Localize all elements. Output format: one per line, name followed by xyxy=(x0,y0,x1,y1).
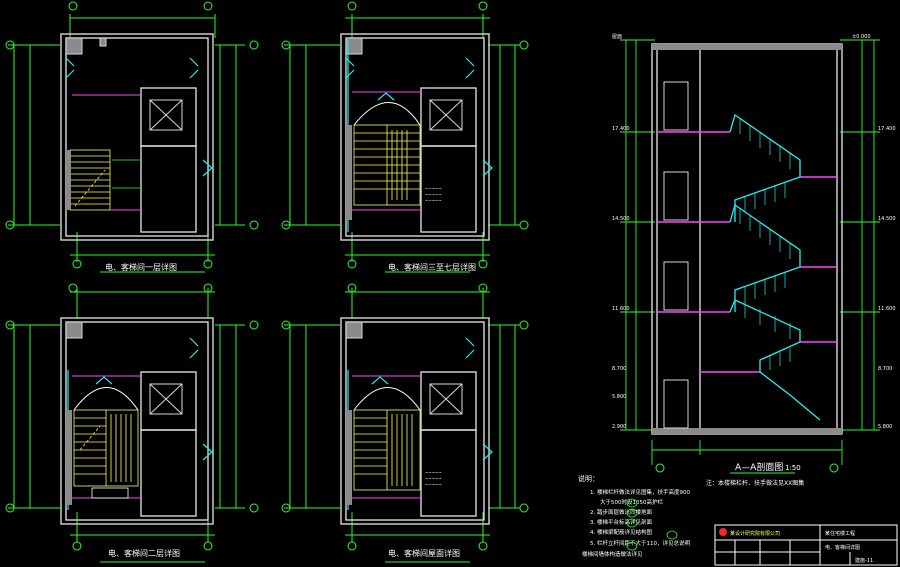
notes-heading: 说明： xyxy=(578,474,599,483)
level-right-5: 5.800 xyxy=(878,424,892,430)
notes-item: 大于500时设1050高护栏 xyxy=(600,498,663,506)
notes-item: 楼梯间墙体构造做法详见 xyxy=(582,550,643,558)
level-left-2: 14.500 xyxy=(612,216,630,222)
title-block: 某设计研究院有限公司 某住宅楼工程 电、客梯间详图 建施-11 xyxy=(714,524,898,566)
notes-item: 2. 踏步面层做法同楼地面 xyxy=(590,508,652,516)
level-right-1: 17.400 xyxy=(878,126,896,132)
notes-item: 4. 楼梯梁配筋详见结构图 xyxy=(590,528,652,536)
level-top-right-label: ±0.000 xyxy=(852,34,871,40)
plan-roof-title: 电、客梯间屋面详图 xyxy=(388,548,460,558)
plan-3-7-floor: ~~~~~~~~~~~~~~~ 电、客梯间三至七层详图 xyxy=(281,1,529,273)
level-left-1: 17.400 xyxy=(612,126,630,132)
svg-text:~~~~~: ~~~~~ xyxy=(425,470,442,475)
title-block-project: 某住宅楼工程 xyxy=(825,530,855,537)
plan-second-floor-title: 电、客梯间二层详图 xyxy=(108,548,180,558)
section-scale: 1:50 xyxy=(785,464,801,472)
notes-item: 1. 楼梯栏杆做法详见图集，扶手高度900 xyxy=(590,488,690,496)
level-right-3: 11.600 xyxy=(878,306,896,312)
level-left-5: 5.800 xyxy=(612,394,626,400)
company-logo-icon xyxy=(719,528,727,536)
level-roof-label: 屋面 xyxy=(612,34,622,40)
plan-roof: ~~~~~~~~~~~~~~~ 电、客梯间屋面详图 xyxy=(281,283,529,563)
plan-second-floor: 电、客梯间二层详图 xyxy=(5,283,259,563)
level-left-4: 8.700 xyxy=(612,366,626,372)
level-right-4: 8.700 xyxy=(878,366,892,372)
svg-text:~~~~~: ~~~~~ xyxy=(425,186,442,191)
title-block-company: 某设计研究院有限公司 xyxy=(730,530,780,537)
svg-text:~~~~~: ~~~~~ xyxy=(425,198,442,203)
svg-text:~~~~~: ~~~~~ xyxy=(425,192,442,197)
title-block-sheet: 建施-11 xyxy=(855,557,873,564)
design-notes: 说明： 1. 楼梯栏杆做法详见图集，扶手高度900 大于500时设1050高护栏… xyxy=(578,474,690,558)
plan-3-7-floor-title: 电、客梯间三至七层详图 xyxy=(388,262,476,272)
svg-text:~~~~~: ~~~~~ xyxy=(425,482,442,487)
title-block-drawing-name: 电、客梯间详图 xyxy=(825,544,860,551)
level-left-3: 11.600 xyxy=(612,306,630,312)
section-note: 注：本楼梯栏杆、扶手做法见XX图集 xyxy=(706,479,804,487)
plan-first-floor-title: 电、客梯间一层详图 xyxy=(105,262,177,272)
plan-first-floor: 电、客梯间一层详图 xyxy=(5,1,259,273)
section-title: A—A剖面图 xyxy=(735,461,783,473)
section-a-a: 屋面 ±0.000 17.400 14.500 11.600 8.700 5.8… xyxy=(612,34,896,487)
level-left-6: 2.900 xyxy=(612,424,626,430)
svg-text:~~~~~: ~~~~~ xyxy=(425,476,442,481)
notes-item: 3. 楼梯平台标高详见剖面 xyxy=(590,518,652,526)
notes-item: 5. 栏杆立杆间距不大于110，详见总说明 xyxy=(590,539,690,547)
level-right-2: 14.500 xyxy=(878,216,896,222)
